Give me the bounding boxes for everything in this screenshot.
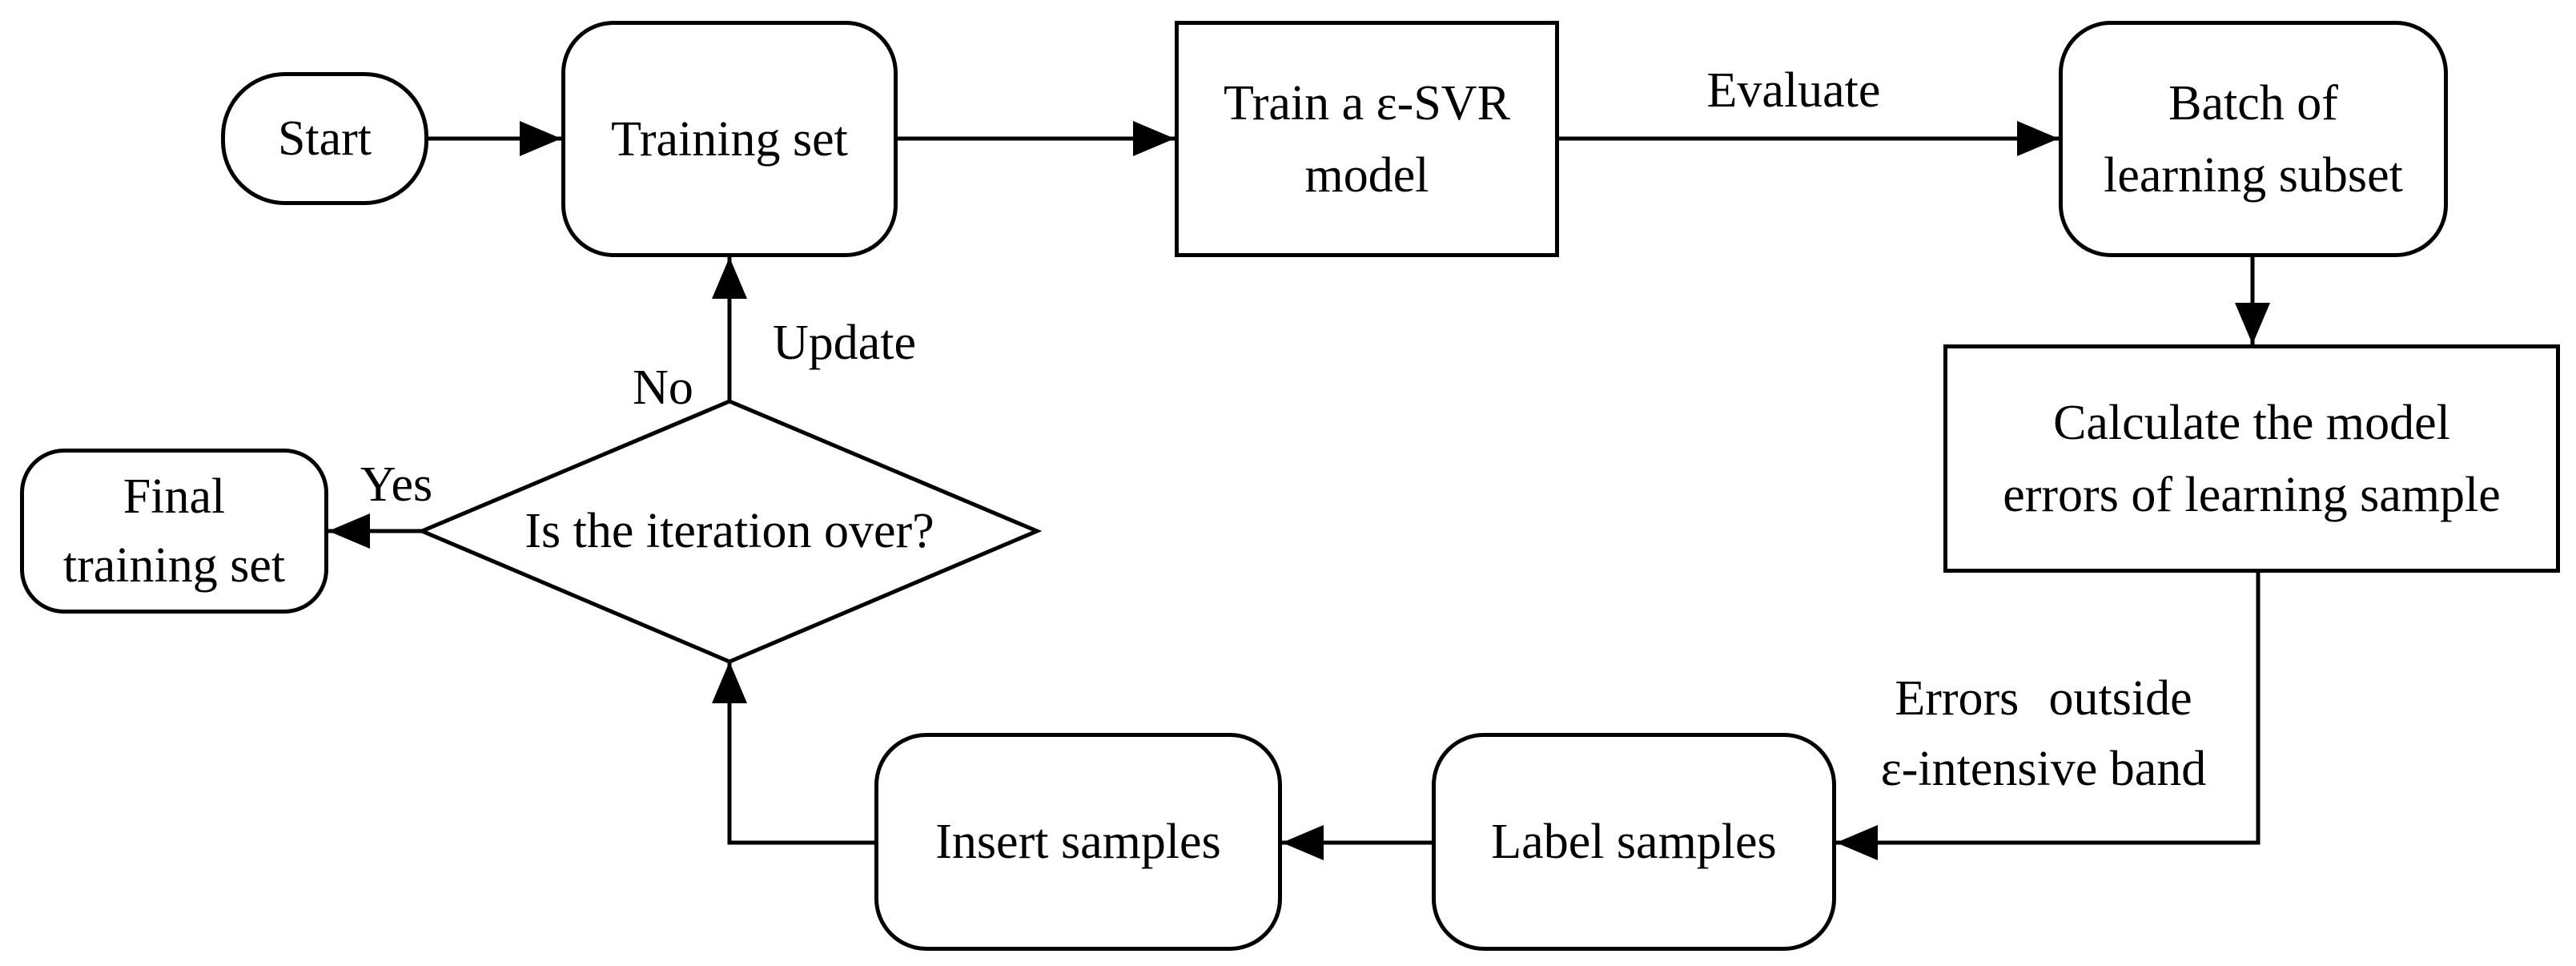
node-train-svr-model-label-line1: Train a ε-SVR [1224,75,1510,131]
node-start: Start [221,72,428,205]
node-calculate-label-line2: errors of learning sample [2003,467,2501,522]
node-training-set-label: Training set [611,111,848,167]
edge-label-update: Update [773,316,917,370]
edge-label-errors-line1: Errors outside [1895,671,2192,726]
node-decision-label: Is the iteration over? [524,504,934,558]
node-batch-label-line2: learning subset [2104,147,2403,203]
edge-label-yes: Yes [360,457,433,512]
arrow-calculate-to-label-samples [1836,573,2261,860]
edge-label-errors-outside: Errors outside ε-intensive band [1834,663,2253,804]
node-final-training-set: Final training set [20,449,328,614]
node-training-set: Training set [561,21,898,257]
node-batch-label-line1: Batch of [2168,75,2338,131]
node-label-samples: Label samples [1432,733,1836,951]
node-insert-samples: Insert samples [874,733,1282,951]
node-batch-of-learning-subset: Batch of learning subset [2059,21,2448,257]
node-train-svr-model-label-line2: model [1304,147,1429,203]
node-calculate-label-line1: Calculate the model [2053,395,2450,450]
node-label-samples-label: Label samples [1491,815,1777,869]
node-final-label-line2: training set [62,538,286,593]
edge-label-no: No [633,360,693,415]
node-final-label-line1: Final [123,469,226,524]
node-start-label: Start [277,111,372,166]
edge-label-evaluate: Evaluate [1706,63,1881,118]
edge-label-errors-line2: ε-intensive band [1880,742,2207,796]
node-calculate-model-errors: Calculate the model errors of learning s… [1943,344,2560,573]
node-insert-samples-label: Insert samples [935,815,1221,869]
node-train-svr-model: Train a ε-SVR model [1175,21,1559,257]
arrow-insert-samples-to-decision [712,662,874,845]
